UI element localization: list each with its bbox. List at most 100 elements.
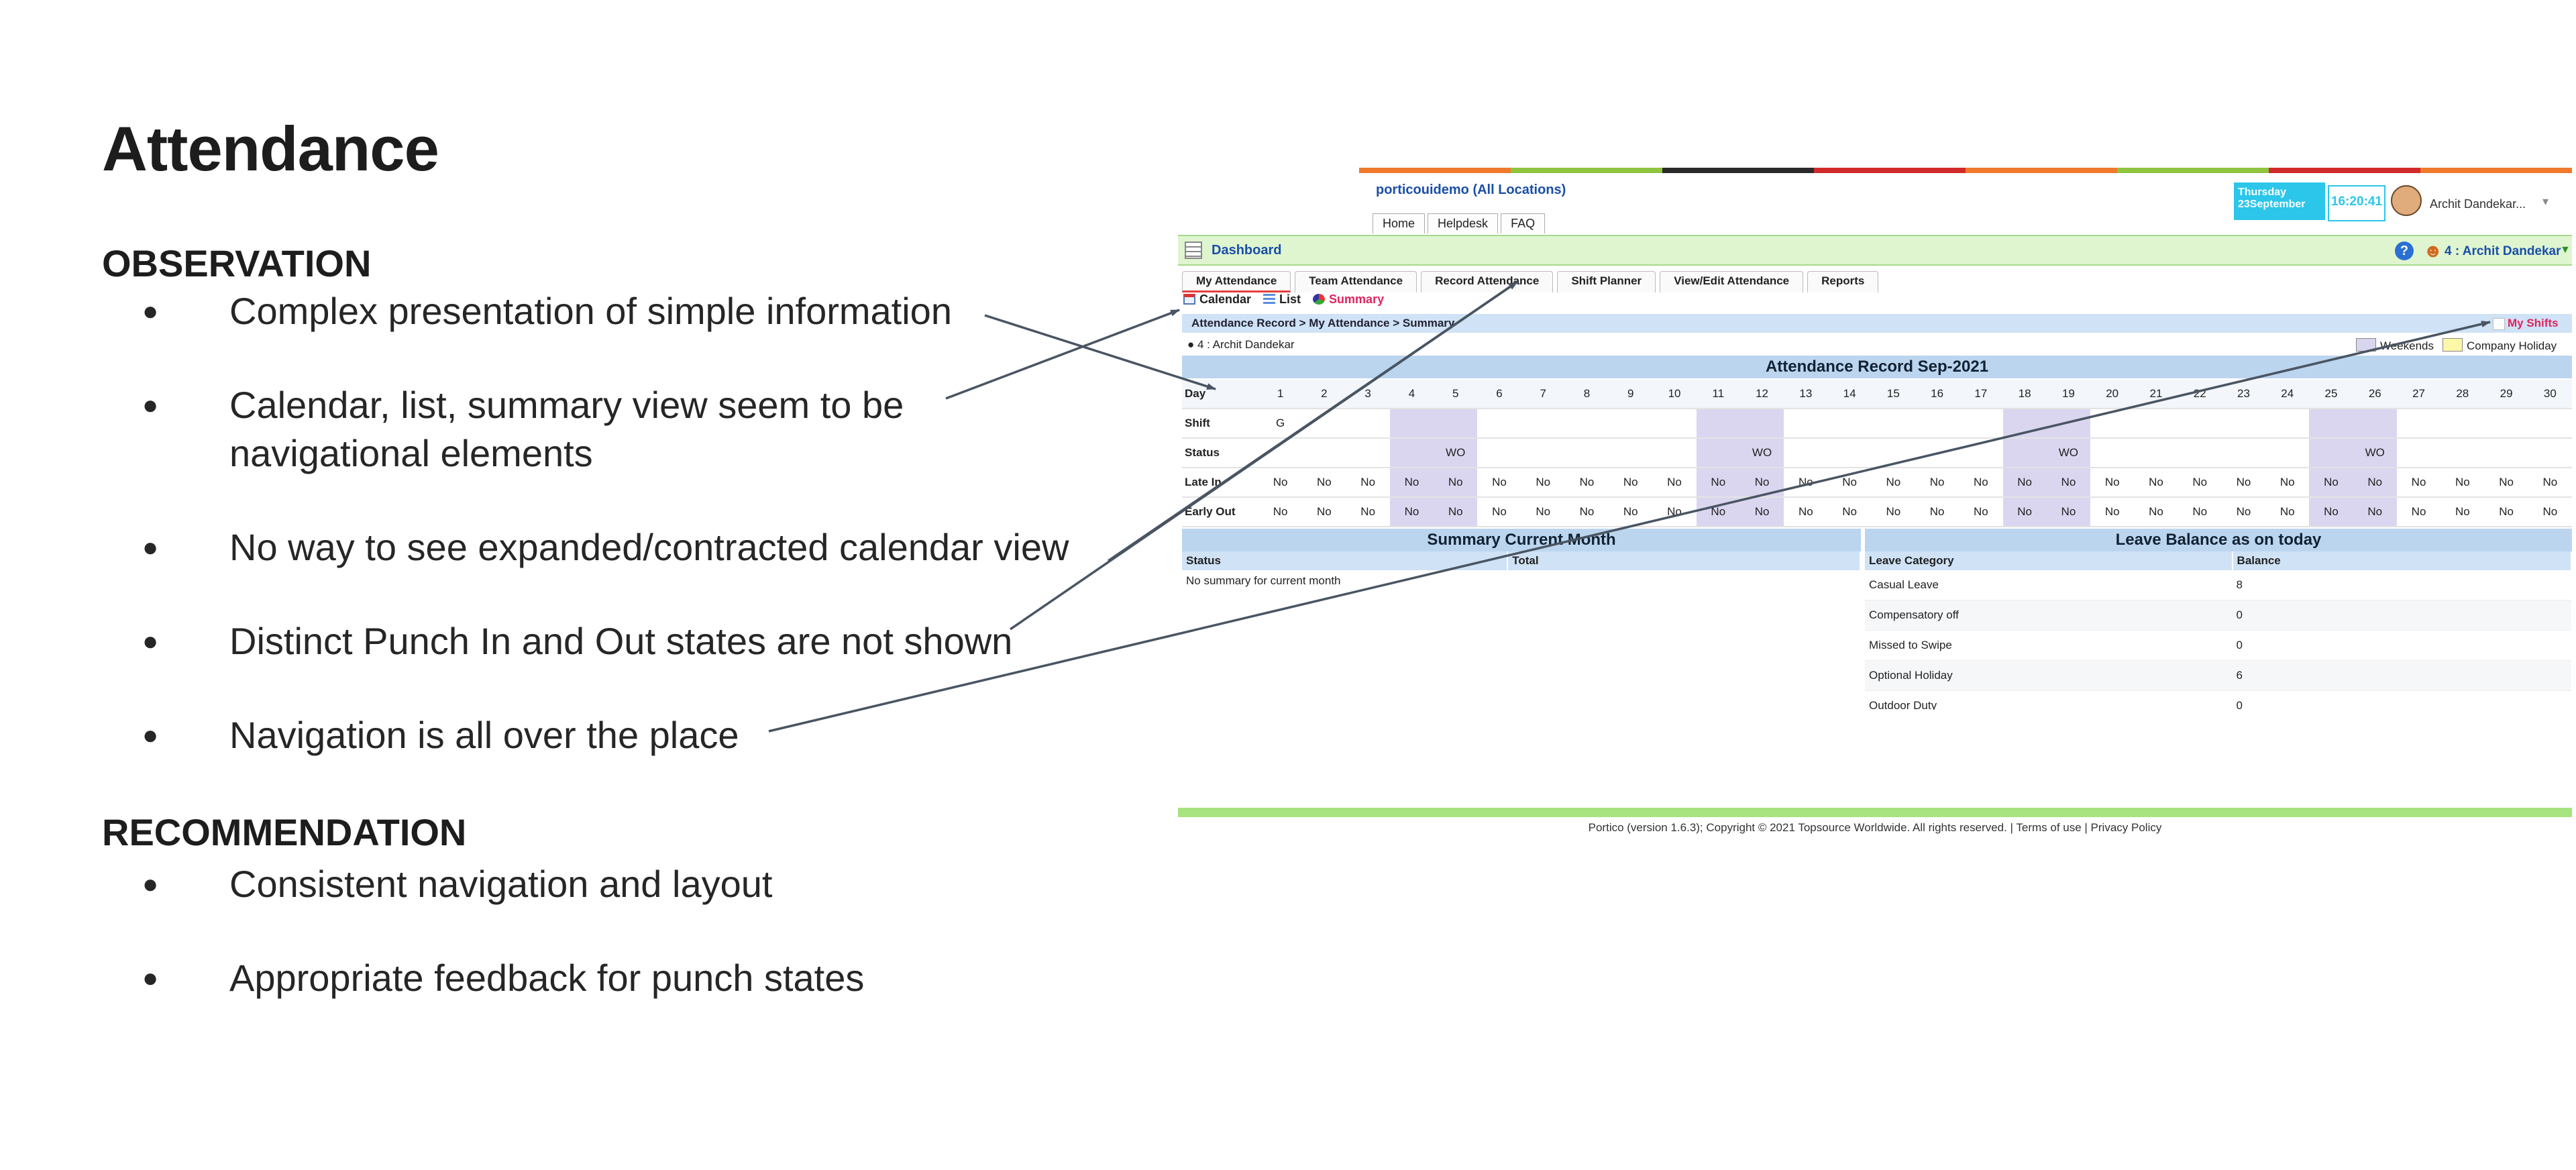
chevron-down-icon[interactable]: ▾ [2542, 195, 2549, 208]
day-cell: 24 [2265, 380, 2310, 409]
day-cell: WO [2046, 438, 2091, 468]
recommendation-item: Appropriate feedback for punch states [142, 954, 1102, 1002]
user-menu[interactable]: 4 : Archit Dandekar [2445, 244, 2561, 258]
day-cell: 16 [1915, 380, 1960, 409]
day-cell: No [1434, 468, 1478, 498]
calendar-view-link[interactable]: Calendar [1183, 292, 1251, 307]
day-cell: No [2046, 497, 2091, 527]
legend-swatch [2443, 338, 2463, 352]
day-cell: 23 [2221, 380, 2266, 409]
day-cell: No [2440, 468, 2485, 498]
day-cell: No [2396, 497, 2441, 527]
tab-faq[interactable]: FAQ [1501, 213, 1546, 233]
day-cell [1871, 409, 1915, 439]
tab-view-edit-attendance[interactable]: View/Edit Attendance [1660, 271, 1804, 292]
footer-bar [1178, 808, 2572, 817]
tab-record-attendance[interactable]: Record Attendance [1421, 271, 1554, 292]
day-cell: 11 [1696, 380, 1740, 409]
list-label: List [1279, 292, 1301, 306]
user-name[interactable]: Archit Dandekar... [2430, 197, 2526, 211]
app-screenshot: porticouidemo (All Locations) Home Helpd… [1178, 165, 2572, 836]
day-cell: No [2484, 497, 2528, 527]
clock: 16:20:41 [2328, 185, 2385, 221]
row-label: Day [1182, 380, 1258, 409]
day-cell [1652, 409, 1697, 439]
day-cell: No [2528, 468, 2572, 498]
summary-table: Status Total [1182, 551, 1861, 570]
day-cell: No [2221, 468, 2266, 498]
tab-home[interactable]: Home [1373, 213, 1426, 233]
day-cell: No [2134, 497, 2178, 527]
day-cell [1871, 438, 1915, 468]
leave-balance-title: Leave Balance as on today [1865, 529, 2572, 551]
day-cell: 21 [2134, 380, 2178, 409]
legend-company-holiday: Company Holiday [2443, 338, 2557, 353]
day-cell: 6 [1477, 380, 1521, 409]
day-cell: No [1915, 468, 1960, 498]
legend-swatch [2356, 338, 2376, 352]
day-cell [2002, 438, 2047, 468]
summary-label: Summary [1329, 292, 1385, 306]
day-cell: No [1739, 468, 1784, 498]
day-cell [1609, 438, 1653, 468]
day-cell [2134, 409, 2178, 439]
day-cell [1389, 409, 1434, 439]
column-header: Total [1507, 551, 1861, 570]
day-cell [2528, 438, 2572, 468]
day-cell: 14 [1827, 380, 1872, 409]
tab-my-attendance[interactable]: My Attendance [1182, 271, 1291, 292]
day-cell: No [2265, 497, 2310, 527]
day-cell: No [1434, 497, 1478, 527]
day-cell: No [1477, 468, 1521, 498]
day-cell: No [2178, 497, 2222, 527]
legend-label: Company Holiday [2467, 339, 2557, 352]
day-cell [1959, 438, 2003, 468]
employee-name: 4 : Archit Dandekar [1197, 338, 1295, 351]
day-cell [2221, 438, 2266, 468]
day-cell: No [1652, 468, 1697, 498]
day-cell: No [2309, 468, 2353, 498]
help-icon[interactable]: ? [2395, 242, 2414, 260]
chevron-down-icon[interactable]: ▼ [2560, 244, 2571, 256]
day-cell: 27 [2396, 380, 2441, 409]
tab-reports[interactable]: Reports [1807, 271, 1879, 292]
org-selector[interactable]: porticouidemo (All Locations) [1376, 182, 1566, 197]
day-cell: 4 [1389, 380, 1434, 409]
day-cell: 19 [2046, 380, 2091, 409]
dashboard-link[interactable]: Dashboard [1212, 243, 1282, 258]
row-label: Shift [1182, 409, 1258, 439]
day-cell [1564, 438, 1609, 468]
attendance-tabs: My Attendance Team Attendance Record Att… [1182, 271, 1879, 292]
tab-shift-planner[interactable]: Shift Planner [1557, 271, 1656, 292]
day-cell: G [1258, 409, 1303, 439]
day-cell: No [1346, 468, 1390, 498]
day-cell: No [1389, 497, 1434, 527]
day-cell: No [1564, 468, 1609, 498]
list-view-link[interactable]: List [1263, 292, 1301, 307]
day-cell: 25 [2309, 380, 2353, 409]
my-shifts-link[interactable]: My Shifts [2508, 317, 2559, 329]
menu-icon[interactable] [1185, 242, 1202, 259]
day-cell: 17 [1959, 380, 2003, 409]
row-label: Late In [1182, 468, 1258, 498]
day-cell: No [1521, 497, 1565, 527]
day-cell [1652, 438, 1697, 468]
day-cell [1784, 438, 1828, 468]
avatar[interactable] [2391, 185, 2422, 216]
day-cell: No [2221, 497, 2266, 527]
day-cell: No [1827, 468, 1872, 498]
day-cell [2265, 409, 2310, 439]
day-cell: No [2134, 468, 2178, 498]
day-cell: 2 [1302, 380, 1346, 409]
day-cell [1564, 409, 1609, 439]
tab-team-attendance[interactable]: Team Attendance [1295, 271, 1417, 292]
summary-view-link[interactable]: Summary [1313, 292, 1384, 307]
leave-cell: 0 [2232, 690, 2571, 710]
day-cell [1302, 438, 1346, 468]
tab-helpdesk[interactable]: Helpdesk [1428, 213, 1499, 233]
